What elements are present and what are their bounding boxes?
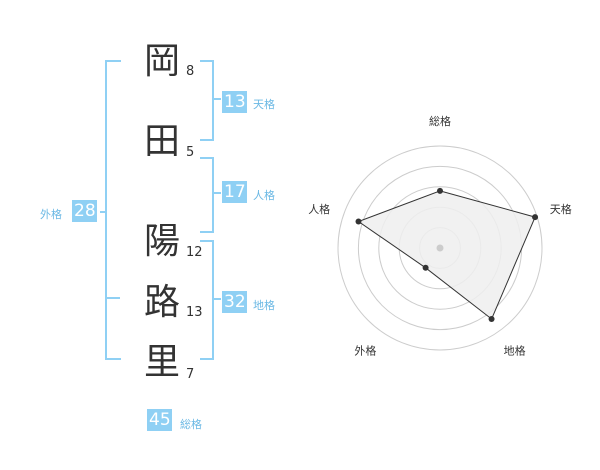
radar-axis-label-4: 外格	[354, 344, 376, 358]
gaikaku-value: 28	[72, 200, 97, 222]
gaikaku-bracket-tick	[106, 297, 120, 299]
radar-axis-label-2: 天格	[550, 202, 572, 216]
soukaku-label: 総格	[180, 418, 202, 431]
soukaku-value: 45	[147, 409, 172, 431]
chikaku-value: 32	[222, 291, 247, 313]
name-char-1: 岡	[143, 41, 180, 82]
radar-point-2	[532, 214, 539, 221]
tenkaku-bracket	[200, 60, 214, 141]
stroke-count-5: 7	[186, 367, 195, 382]
tenkaku-label: 天格	[253, 98, 275, 111]
jinkaku-bracket	[200, 157, 214, 233]
gaikaku-bracket	[105, 60, 121, 360]
radar-point-1	[437, 187, 443, 194]
radar-axis-label-1: 総格	[429, 114, 451, 128]
jinkaku-value: 17	[222, 181, 247, 203]
radar-axis-label-3: 地格	[504, 344, 526, 358]
stroke-count-4: 13	[186, 305, 203, 320]
name-char-5: 里	[143, 342, 180, 383]
radar-point-4	[422, 264, 429, 271]
radar-point-3	[488, 315, 495, 322]
stroke-count-3: 12	[186, 245, 203, 260]
stroke-count-1: 8	[186, 64, 195, 79]
radar-center-dot	[436, 244, 444, 252]
radar-points	[355, 187, 539, 322]
gaikaku-label: 外格	[40, 208, 62, 221]
jinkaku-label: 人格	[253, 189, 275, 202]
chikaku-bracket	[200, 240, 214, 360]
name-char-2: 田	[143, 121, 180, 162]
chikaku-label: 地格	[253, 299, 275, 312]
radar-ring	[337, 145, 543, 351]
radar-area	[357, 190, 536, 320]
name-char-3: 陽	[143, 221, 180, 262]
stroke-count-2: 5	[186, 145, 195, 160]
name-char-4: 路	[143, 282, 180, 323]
tenkaku-tick	[213, 98, 221, 100]
tenkaku-value: 13	[222, 91, 247, 113]
jinkaku-tick	[213, 192, 221, 194]
radar-point-5	[355, 218, 362, 225]
gaikaku-tick	[100, 211, 106, 213]
chikaku-tick	[213, 298, 221, 300]
radar-axis-label-5: 人格	[308, 202, 330, 216]
